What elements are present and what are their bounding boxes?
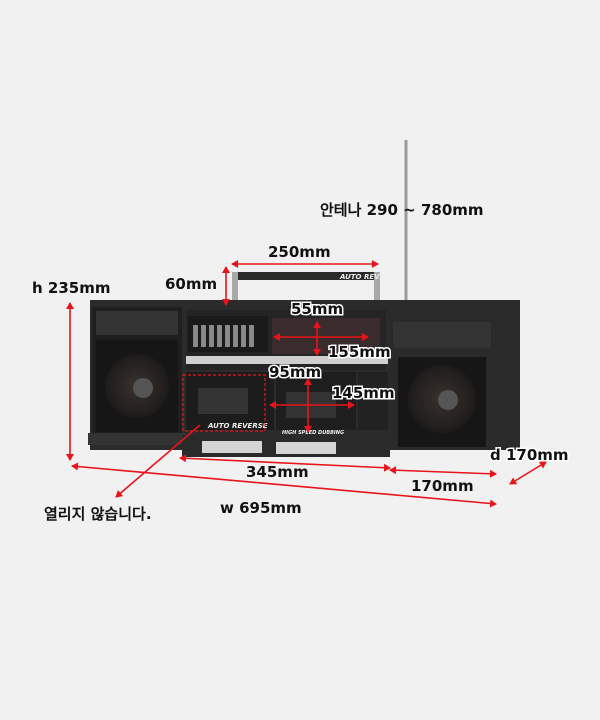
depth-label: d 170mm	[490, 446, 569, 464]
height-label: h 235mm	[32, 279, 110, 297]
antenna-length-label: 안테나 290 ~ 780mm	[320, 201, 484, 219]
display-width-label: 155mm	[328, 343, 391, 361]
deck-width-label: 145mm	[332, 384, 395, 402]
width-label: w 695mm	[220, 499, 302, 517]
deck-b-label: HIGH SPEED DUBBING	[282, 430, 344, 436]
carry-handle: AUTO REVERSE	[232, 272, 400, 308]
deck-height-label: 95mm	[269, 363, 321, 381]
center-width-label: 345mm	[246, 463, 309, 481]
left-speaker	[92, 307, 182, 437]
deck-a-label: AUTO REVERSE	[207, 422, 268, 430]
right-speaker	[390, 318, 518, 448]
handle-height-label: 60mm	[165, 275, 217, 293]
not-openable-note: 열리지 않습니다.	[44, 505, 152, 523]
speaker-width-label: 170mm	[411, 477, 474, 495]
display-height-label: 55mm	[291, 300, 343, 318]
handle-width-label: 250mm	[268, 243, 331, 261]
dimension-lines	[66, 260, 547, 508]
boombox-body: AUTO REVERSE HIGH SPEED DUBBING	[88, 300, 520, 457]
equalizer	[188, 316, 268, 352]
handle-badge: AUTO REVERSE	[339, 273, 400, 281]
